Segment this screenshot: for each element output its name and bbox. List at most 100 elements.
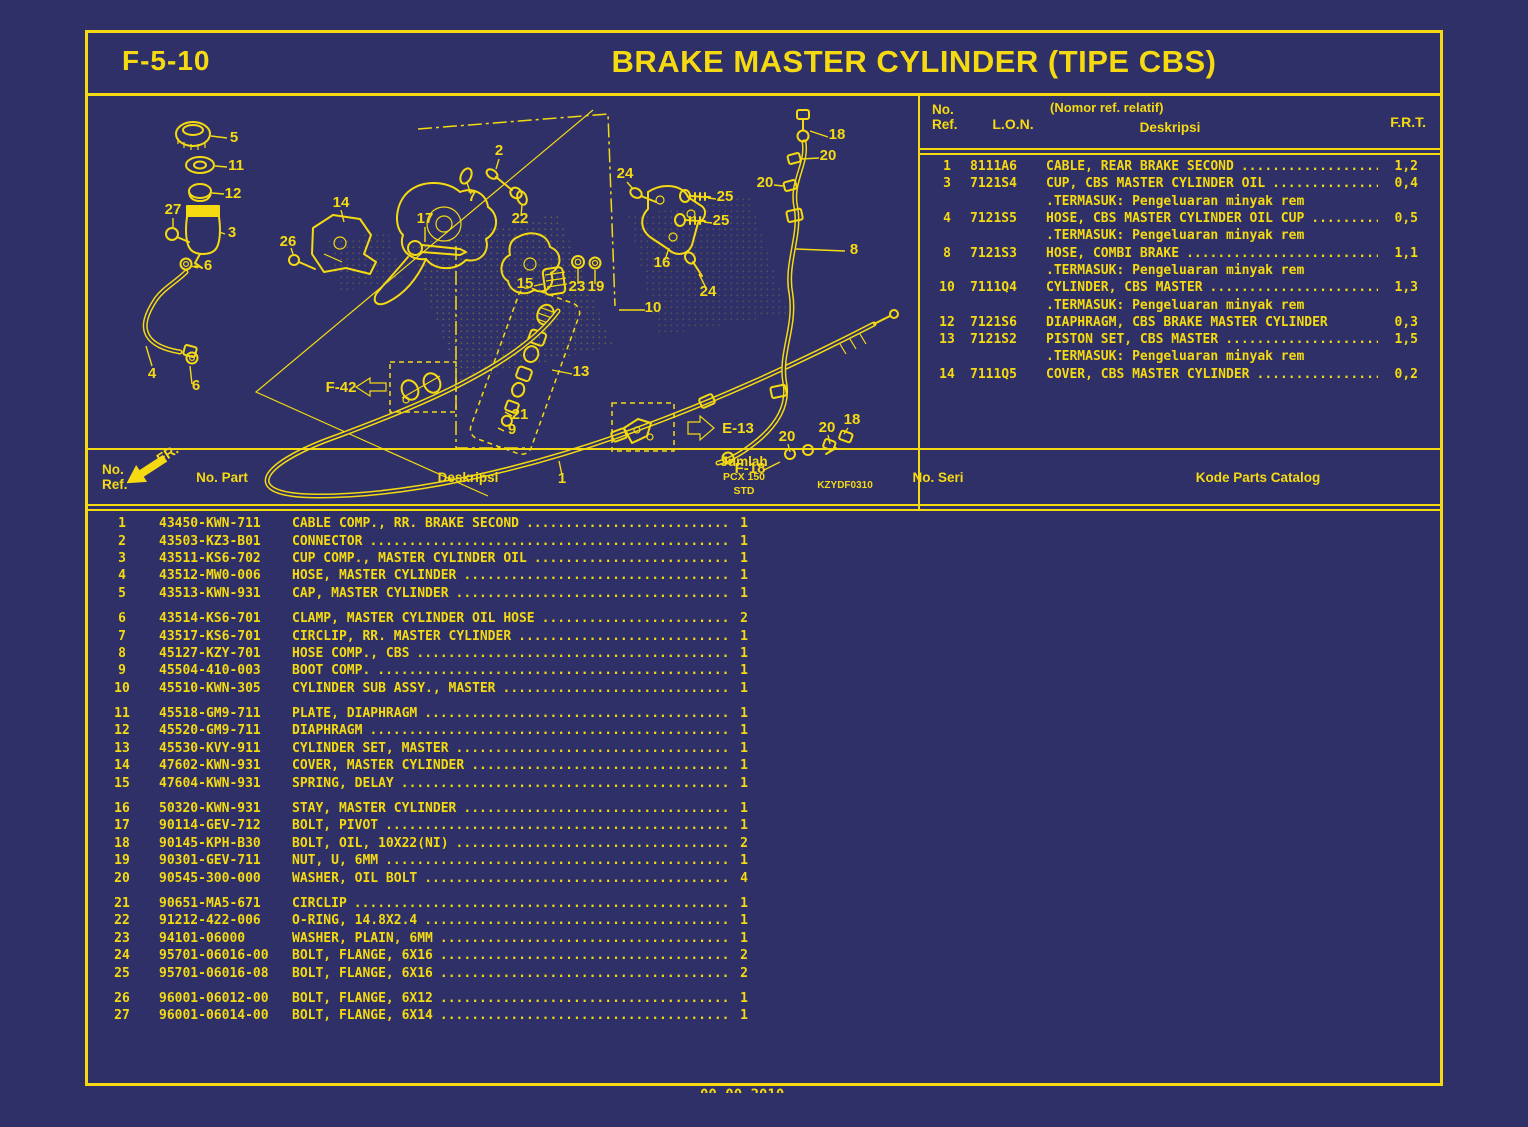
- brake-cable-part: [264, 308, 899, 499]
- col-header-lon: L.O.N.: [992, 116, 1034, 132]
- washer-23-part: [571, 255, 585, 269]
- reference-table: No. Ref. L.O.N. (Nomor ref. relatif) Des…: [918, 96, 1440, 510]
- reservoir-cap-part: [175, 121, 211, 150]
- part-callout-label: 5: [230, 129, 238, 146]
- bolt-27-part: [165, 227, 190, 243]
- part-callout-label: 24: [700, 283, 717, 300]
- reservoir-cup-part: [188, 183, 212, 202]
- parts-table-header: No. Ref. No. Part Deskripsi Jumlah PCX 1…: [88, 448, 1440, 506]
- reference-row: .TERMASUK: Pengeluaran minyak rem: [1046, 349, 1305, 365]
- part-callout-label: 11: [228, 157, 244, 174]
- part-callout-label: 16: [654, 254, 671, 271]
- page-header: F-5-10 BRAKE MASTER CYLINDER (TIPE CBS): [88, 33, 1440, 96]
- part-callout-label: 6: [192, 377, 200, 394]
- reference-table-header: No. Ref. L.O.N. (Nomor ref. relatif) Des…: [920, 96, 1440, 148]
- part-callout-label: F-42: [326, 379, 357, 396]
- fr-direction-arrow: [126, 454, 168, 484]
- part-callout-label: 24: [617, 165, 634, 182]
- halftone-texture: [328, 231, 403, 292]
- halftone-texture: [628, 196, 788, 336]
- washer-7-part: [459, 167, 473, 185]
- part-callout-label: 21: [512, 406, 529, 423]
- bolt-25-upper-part: [679, 189, 711, 203]
- part-callout-label: F-18: [735, 460, 766, 477]
- page-code: F-5-10: [122, 45, 211, 76]
- part-callout-label: 1: [558, 470, 566, 487]
- part-callout-label: 6: [204, 257, 212, 274]
- oil-hose-part: [142, 269, 198, 358]
- part-callout-label: 20: [757, 174, 774, 191]
- col-header-ref: No. Ref.: [102, 462, 128, 492]
- part-callout-label: 3: [228, 224, 236, 241]
- part-callout-label: 10: [645, 299, 662, 316]
- part-callout-label: 2: [495, 142, 503, 159]
- footer-date: 00-00-2010: [700, 1087, 860, 1093]
- part-callout-label: 12: [225, 185, 242, 202]
- part-callout-label: 20: [820, 147, 837, 164]
- diagram-svg: 5111227326646141727222425251624152319101…: [126, 109, 899, 499]
- reference-row: .TERMASUK: Pengeluaran minyak rem: [1046, 262, 1305, 278]
- clamp-6-lower-part: [185, 351, 199, 365]
- part-callout-label: 15: [517, 275, 534, 292]
- part-callout-label: 26: [280, 233, 297, 250]
- part-callout-label: KZYDF0310: [817, 480, 873, 491]
- col-header-desc: Deskripsi: [1139, 120, 1201, 135]
- parts-group: 2190651-MA5-671CIRCLIP12291212-422-006O-…: [88, 895, 1440, 982]
- col-header-frt: F.R.T.: [1390, 114, 1426, 130]
- reference-row: .TERMASUK: Pengeluaran minyak rem: [1046, 228, 1305, 244]
- part-callout-label: 13: [573, 363, 590, 380]
- oring-22-part: [516, 190, 528, 206]
- nut-19-part: [588, 256, 602, 270]
- part-callout-label: 20: [819, 419, 836, 436]
- divider: [88, 509, 1440, 511]
- part-callout-label: 20: [779, 428, 796, 445]
- part-callout-label: 18: [844, 411, 861, 428]
- col-header-desc-note: (Nomor ref. relatif): [1050, 100, 1164, 115]
- part-callout-label: 4: [148, 365, 157, 382]
- part-callout-label: 23: [569, 278, 586, 295]
- bolt-25-lower-part: [674, 213, 706, 227]
- part-callout-label: 17: [417, 210, 434, 227]
- col-header-desc: Deskripsi: [437, 470, 499, 485]
- part-callout-label: 22: [512, 210, 529, 227]
- col-header-seri: No. Seri: [912, 470, 964, 485]
- part-callout-label: 19: [588, 278, 605, 295]
- bolt-26-part: [288, 254, 316, 270]
- pivot-bolt-17-part: [407, 240, 467, 256]
- bolt-24-upper-part: [629, 187, 657, 203]
